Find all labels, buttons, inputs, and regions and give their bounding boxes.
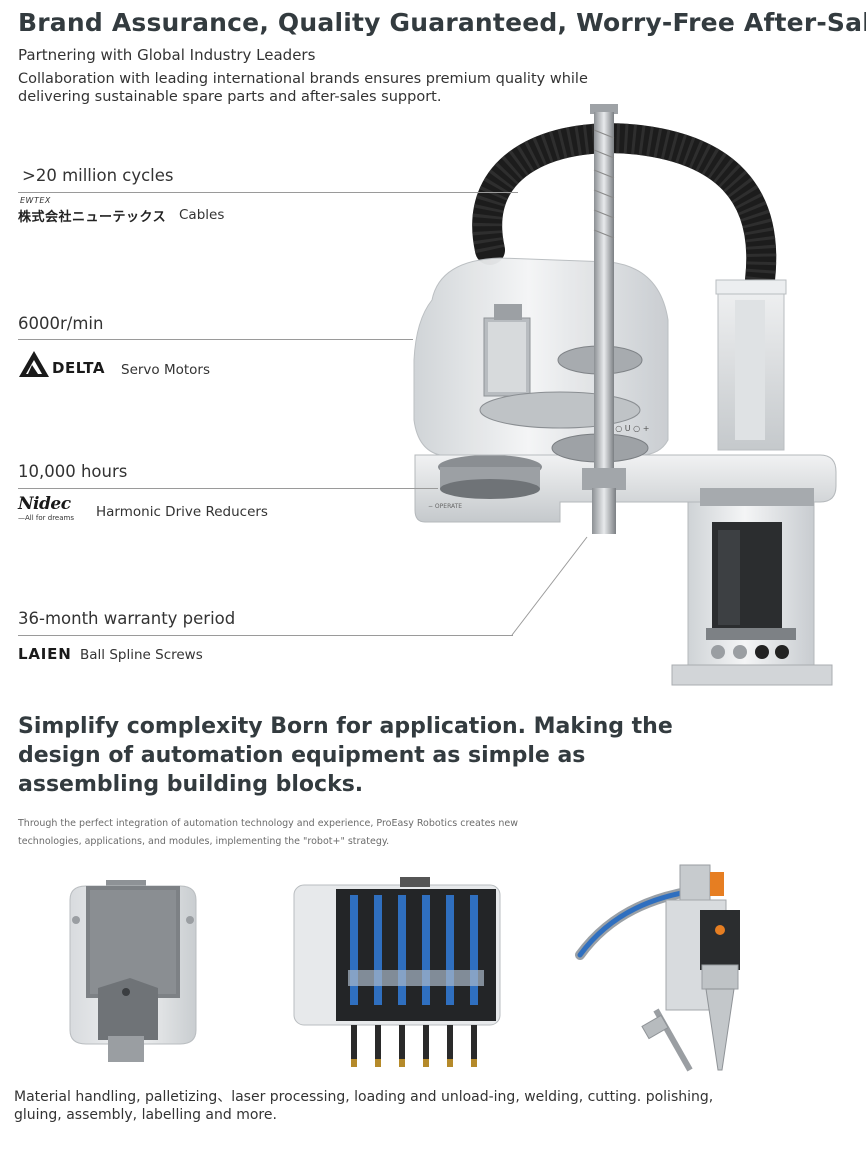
component-harmonic-drive-reducers: Harmonic Drive Reducers [96, 504, 268, 520]
spec-leader-line-1 [18, 192, 518, 193]
spec-leader-line-4 [18, 635, 513, 636]
page-title: Brand Assurance, Quality Guaranteed, Wor… [18, 8, 866, 37]
joint-module-illustration [69, 880, 197, 1062]
brand-logo-small-text: EWTEX [20, 196, 51, 205]
spec-value-cycles: >20 million cycles [22, 166, 174, 185]
nidec-tagline: —All for dreams [18, 514, 74, 522]
spec-value-hours: 10,000 hours [18, 462, 128, 481]
section-heading: Simplify complexity Born for application… [18, 714, 673, 797]
component-ball-spline-screws: Ball Spline Screws [80, 647, 203, 663]
brand-logo-laien: LAIEN [18, 645, 72, 663]
svg-text:− OPERATE: − OPERATE [428, 503, 462, 510]
component-cables: Cables [179, 207, 225, 223]
spec-value-warranty: 36-month warranty period [18, 609, 236, 628]
section-body: Through the perfect integration of autom… [18, 818, 519, 847]
spec-leader-diagonal [511, 536, 588, 636]
brand-logo-delta: DELTA [52, 359, 105, 377]
brand-logo-nidec: Nidec [18, 494, 71, 514]
spec-leader-line-3 [18, 488, 438, 489]
scara-robot-illustration: − OPERATE − ○ U ○ + [413, 104, 837, 686]
page-subtitle: Partnering with Global Industry Leaders [18, 46, 316, 64]
nozzle-array [348, 895, 484, 1067]
intro-paragraph: Collaboration with leading international… [18, 71, 588, 105]
robot-panel-text: − ○ U ○ + [606, 424, 649, 433]
laser-head-module-illustration [575, 864, 740, 1072]
spec-leader-line-2 [18, 339, 413, 340]
brand-logo-ewtex: 株式会社ニューテックス [18, 210, 167, 225]
component-servo-motors: Servo Motors [121, 362, 211, 378]
delta-logo-icon [19, 351, 49, 377]
applications-list: Material handling, palletizing、laser pro… [14, 1089, 714, 1123]
dispensing-module-illustration [293, 877, 501, 1067]
spec-value-speed: 6000r/min [18, 314, 104, 333]
